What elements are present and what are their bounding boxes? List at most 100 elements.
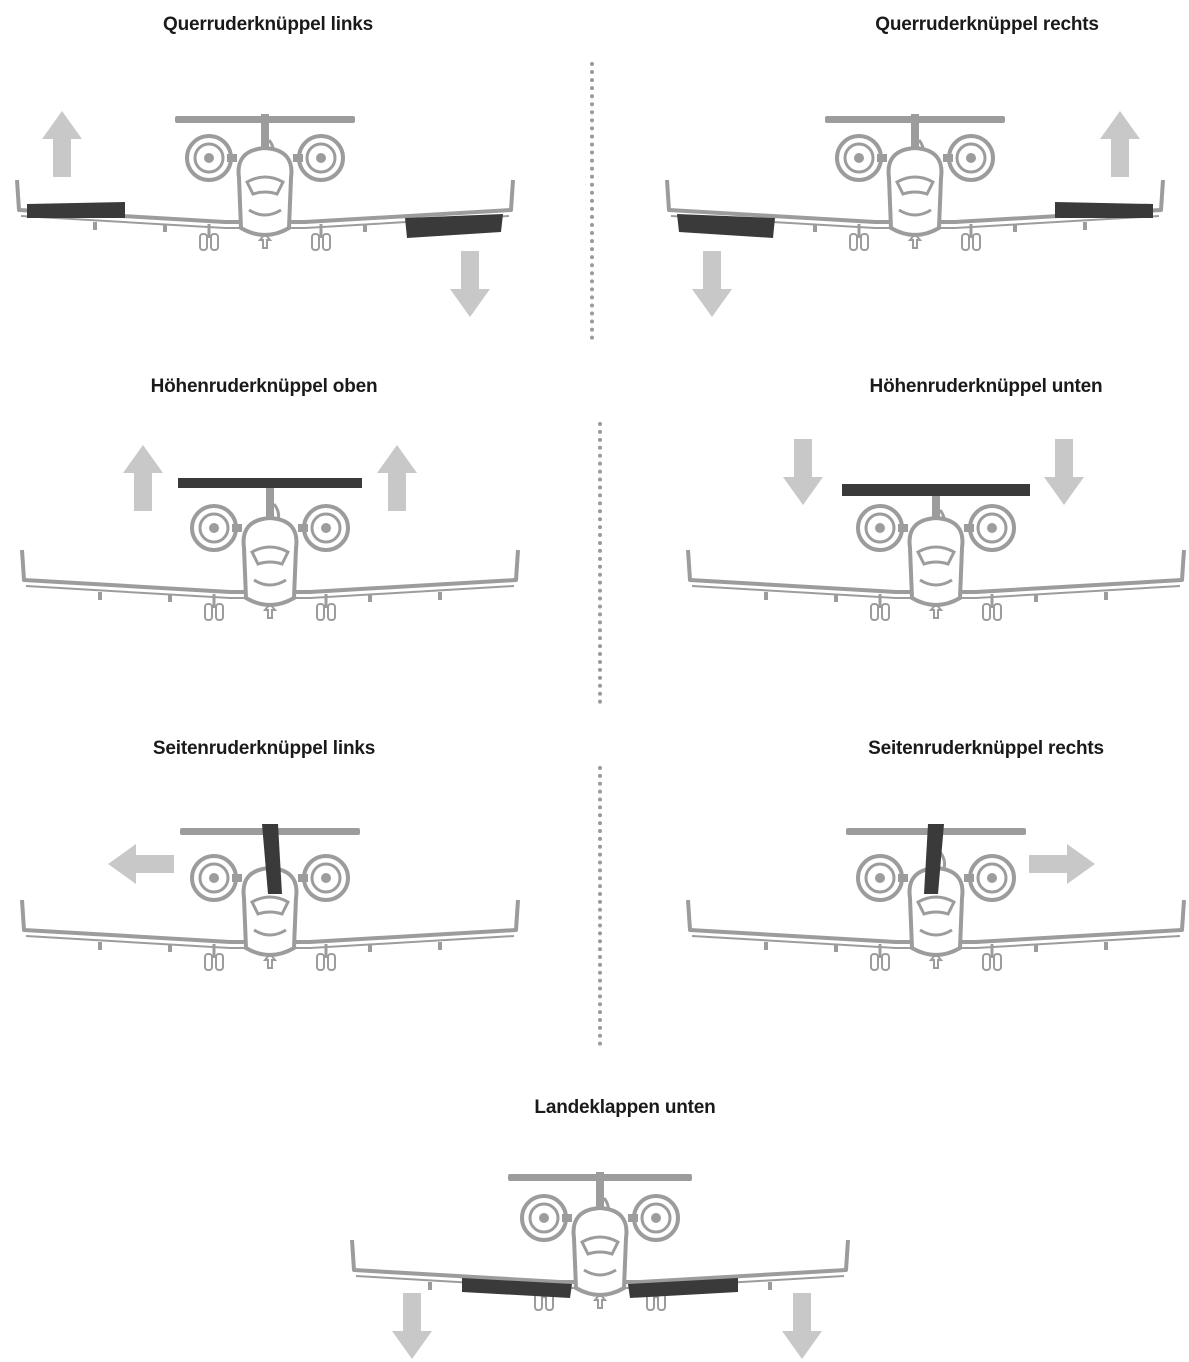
engine-fan [528, 1202, 560, 1234]
engine-fan [843, 142, 875, 174]
panel-title-aileron-right: Querruderknüppel rechts [875, 14, 1099, 35]
engine-spinner [651, 1213, 661, 1223]
nose-gear [928, 602, 944, 619]
arrow-up-left [42, 111, 82, 177]
engine-fan [640, 1202, 672, 1234]
flap-fairing [163, 224, 167, 232]
engine-fan [310, 862, 342, 894]
engine-fan [193, 142, 225, 174]
engine-pylon [877, 154, 887, 162]
nose-contour [253, 578, 287, 587]
main-gear-wheel [961, 233, 970, 251]
nose-contour [919, 578, 953, 587]
main-gear-wheel [972, 233, 981, 251]
cockpit-windshield [250, 545, 290, 566]
main-gear-wheel [881, 953, 890, 971]
engine-spinner [875, 523, 885, 533]
arrow-down-right [1044, 439, 1084, 505]
nose-gear [262, 952, 278, 969]
flap-fairing [1034, 944, 1038, 952]
aircraft-diagram-aileron-left [15, 111, 515, 317]
flap-fairing [93, 222, 97, 230]
engine-spinner [987, 523, 997, 533]
arrow-left [108, 844, 174, 884]
engine-spinner [316, 153, 326, 163]
left-aileron-down [677, 214, 775, 238]
divider-row-1 [590, 62, 594, 340]
flap-fairing [368, 944, 372, 952]
main-gear-wheel [657, 1293, 666, 1311]
vertical-fin [266, 478, 274, 538]
aircraft-diagram-aileron-right [665, 111, 1165, 317]
aircraft-diagram-elevator-down [686, 439, 1186, 621]
engine-spinner [875, 873, 885, 883]
aircraft-diagram-rudder-right [686, 824, 1186, 971]
engine-fan [310, 512, 342, 544]
main-gear-wheel [199, 233, 208, 251]
flap-fairing [764, 942, 768, 950]
cockpit-windshield [916, 545, 956, 566]
flap-fairing [428, 1282, 432, 1290]
main-gear-wheel [870, 603, 879, 621]
engine-pylon [964, 874, 974, 882]
main-gear-wheel [849, 233, 858, 251]
engine-fan [198, 512, 230, 544]
vertical-fin [596, 1172, 604, 1228]
main-gear-wheel [982, 603, 991, 621]
divider-row-3 [598, 766, 602, 1046]
flap-fairing [98, 942, 102, 950]
aircraft-outline [686, 484, 1186, 621]
flap-fairing [813, 224, 817, 232]
left-flap-down [462, 1278, 572, 1298]
flap-fairing [1083, 222, 1087, 230]
panel-title-elevator-down: Höhenruderknüppel unten [869, 376, 1103, 397]
divider-row-2 [598, 422, 602, 704]
nose-gear [592, 1292, 608, 1309]
vertical-fin [932, 484, 940, 538]
aircraft-outline [15, 114, 515, 251]
aircraft-outline [20, 478, 520, 621]
cockpit-windshield [250, 895, 290, 916]
main-gear-wheel [881, 603, 890, 621]
engine-spinner [987, 873, 997, 883]
flap-fairing [768, 1282, 772, 1290]
engine-pylon [628, 1214, 638, 1222]
flap-fairing [834, 944, 838, 952]
main-gear-wheel [316, 603, 325, 621]
main-gear-wheel [327, 603, 336, 621]
flap-fairing [168, 594, 172, 602]
engine-spinner [321, 873, 331, 883]
nose-contour [253, 928, 287, 937]
main-gear-wheel [204, 953, 213, 971]
main-gear-wheel [993, 603, 1002, 621]
vertical-fin [911, 114, 919, 168]
nose-contour [919, 928, 953, 937]
engine-spinner [209, 523, 219, 533]
panel-title-elevator-up: Höhenruderknüppel oben [150, 376, 378, 397]
cockpit-windshield [245, 175, 285, 196]
main-gear-wheel [311, 233, 320, 251]
engine-pylon [232, 524, 242, 532]
aircraft-outline [665, 114, 1165, 251]
main-gear-wheel [327, 953, 336, 971]
right-aileron-up [1055, 202, 1153, 218]
elevator-down [842, 484, 1030, 496]
engine-spinner [539, 1213, 549, 1223]
aircraft-diagram-flaps-down [350, 1172, 850, 1359]
main-gear-wheel [982, 953, 991, 971]
engine-fan [305, 142, 337, 174]
flap-fairing [438, 592, 442, 600]
main-gear-wheel [215, 953, 224, 971]
engine-fan [976, 862, 1008, 894]
main-gear-wheel [316, 953, 325, 971]
panel-title-flaps-down: Landeklappen unten [534, 1097, 716, 1118]
main-gear-wheel [870, 953, 879, 971]
engine-fan [955, 142, 987, 174]
arrow-down-right [782, 1293, 822, 1359]
nose-gear [907, 232, 923, 249]
main-gear-wheel [534, 1293, 543, 1311]
elevator-up [178, 478, 362, 488]
main-gear-wheel [322, 233, 331, 251]
aircraft-outline [350, 1172, 850, 1311]
flap-fairing [168, 944, 172, 952]
